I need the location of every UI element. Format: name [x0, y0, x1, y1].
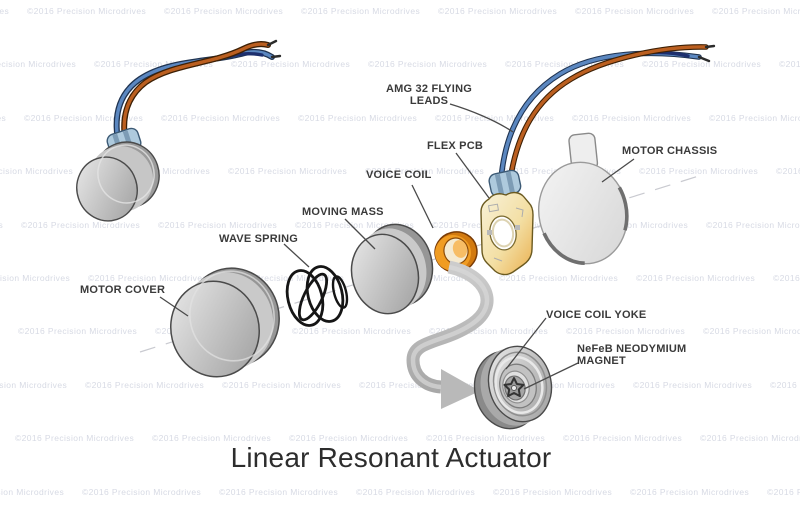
- label-flying-leads-line1: AMG 32 FLYING: [386, 83, 472, 95]
- pcb-grommet: [488, 169, 522, 198]
- label-flying-leads: AMG 32 FLYING LEADS: [382, 83, 476, 107]
- label-voice-coil: VOICE COIL: [366, 169, 432, 181]
- label-magnet: NeFeB NEODYMIUM MAGNET: [577, 343, 686, 367]
- motor-chassis-part: [537, 132, 629, 266]
- motor-cover-part: [170, 267, 280, 378]
- label-voice-coil-yoke: VOICE COIL YOKE: [546, 309, 647, 321]
- rotate-arrow: [406, 260, 494, 409]
- label-wave-spring: WAVE SPRING: [219, 233, 299, 245]
- label-moving-mass: MOVING MASS: [302, 206, 384, 218]
- label-motor-cover: MOTOR COVER: [80, 284, 166, 296]
- yoke-part: [473, 345, 553, 430]
- label-motor-chassis: MOTOR CHASSIS: [622, 145, 718, 157]
- wave-spring-part: [285, 265, 349, 327]
- label-magnet-line2: MAGNET: [577, 355, 626, 367]
- flex-pcb-part: [480, 44, 716, 276]
- label-magnet-line1: NeFeB NEODYMIUM: [577, 343, 687, 355]
- assembled-lra: [76, 39, 282, 222]
- label-flex-pcb: FLEX PCB: [427, 140, 483, 152]
- voice-coil-part: [434, 231, 478, 273]
- leader-lines: [159, 103, 635, 390]
- label-flying-leads-line2: LEADS: [409, 95, 449, 107]
- diagram-title: Linear Resonant Actuator: [230, 442, 552, 473]
